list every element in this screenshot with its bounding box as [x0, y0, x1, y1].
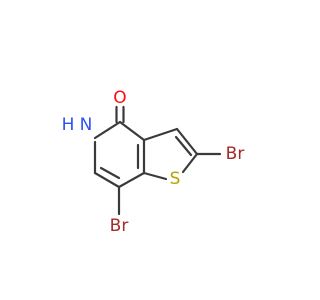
bond-c6-c7 [93, 171, 121, 189]
atom-label-bromine-bottom: Br [110, 216, 129, 236]
bond-c3a-c4 [118, 120, 146, 142]
bond-s1-c7a [142, 171, 168, 181]
atom-label-nitrogen: N [80, 115, 93, 135]
atom-label-oxygen: O [113, 88, 126, 108]
atom-label-sulfur: S [170, 169, 181, 189]
bond-c3-c2-inner [174, 135, 193, 157]
bond-c7-c7a [117, 171, 146, 189]
bond-c3a-c3 [142, 127, 179, 142]
bond-c2-s1 [181, 152, 199, 174]
atom-label-bromine-right: Br [226, 144, 245, 164]
bond-c3-c2 [175, 127, 199, 156]
atom-labels: O H N S Br Br [62, 88, 245, 236]
chemical-structure-diagram: O H N S Br Br [62, 88, 245, 236]
bond-c6-c7-inner [99, 166, 121, 180]
atom-label-hydrogen: H [62, 115, 75, 135]
bond-c4-n5 [93, 120, 122, 140]
bond-lines [93, 105, 222, 216]
